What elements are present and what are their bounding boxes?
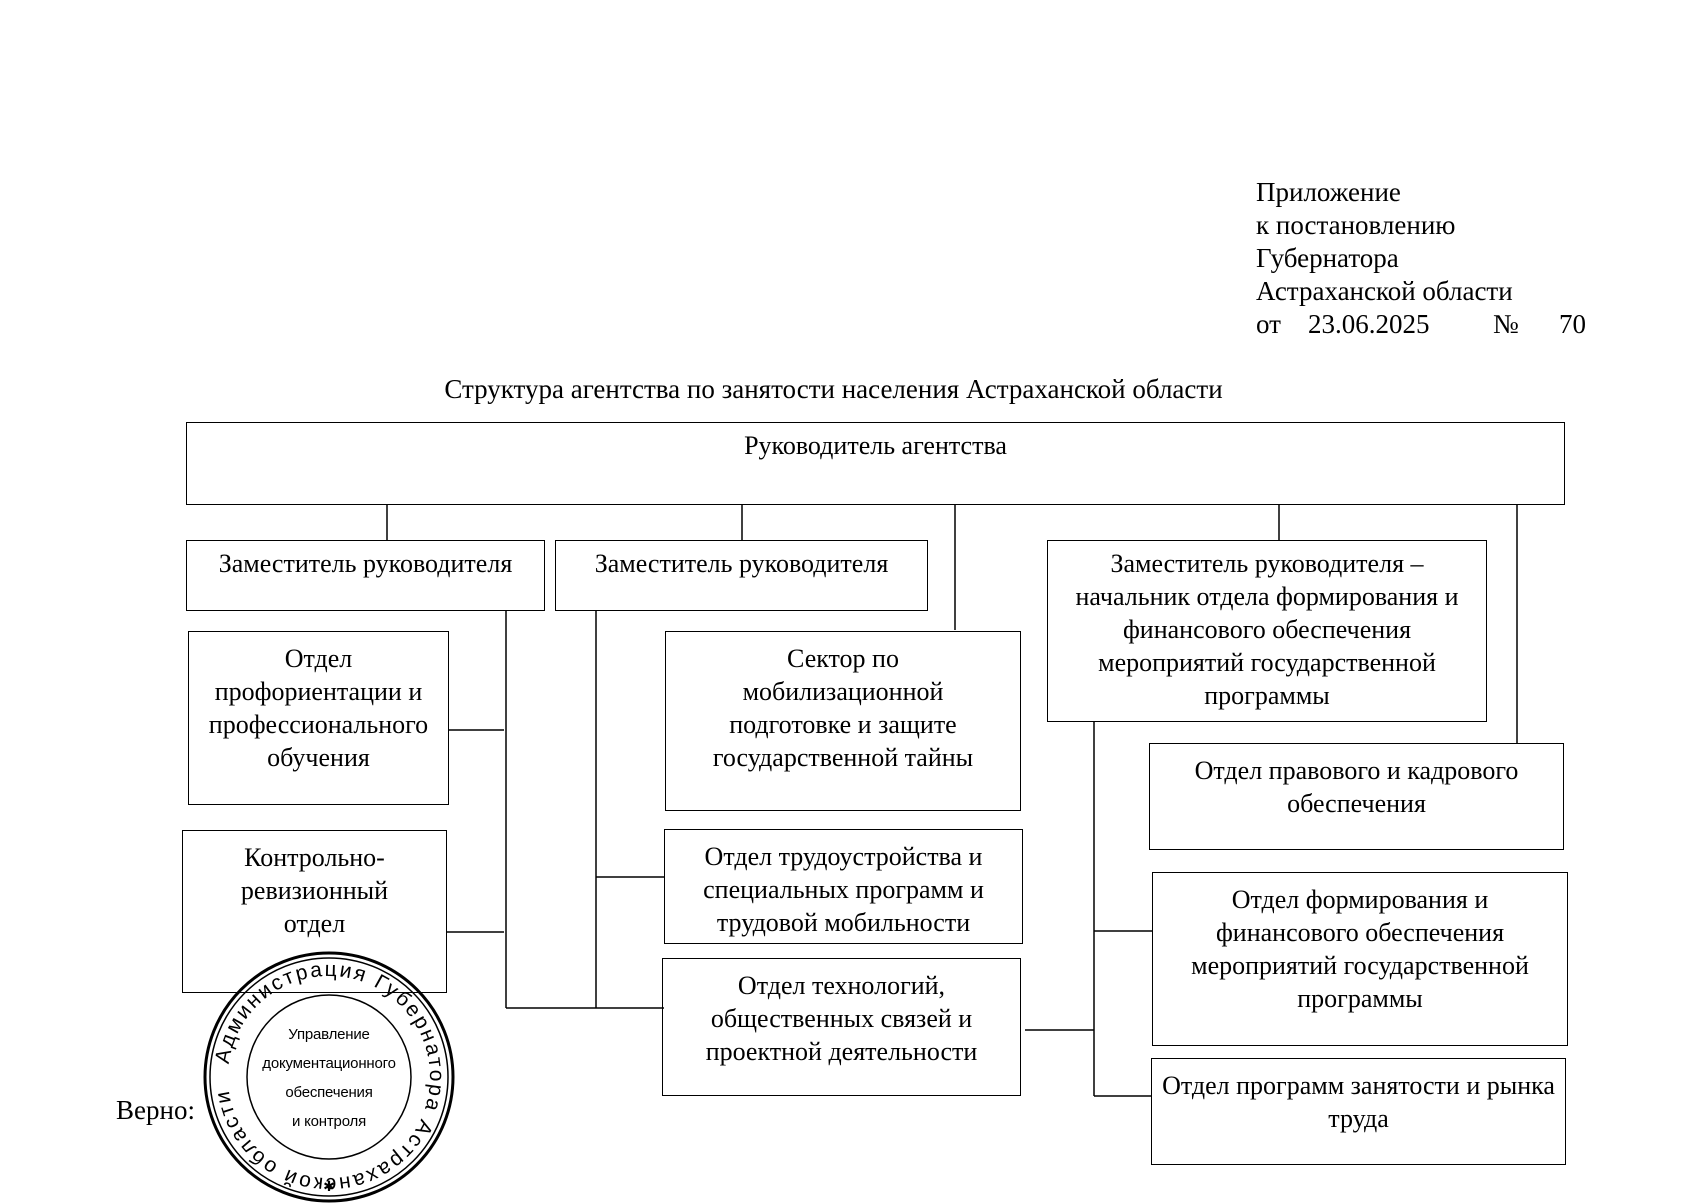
verno-label: Верно: (116, 1095, 195, 1125)
sector-mobilization-label: Сектор по мобилизационной подготовке и з… (712, 644, 974, 772)
seal-center-line-1: Управление (288, 1026, 370, 1043)
appendix-date-line: от 23.06.2025 № 70 (1256, 308, 1586, 341)
seal-center-text: Управление документационного обеспечения… (203, 1020, 455, 1136)
date-prefix: от (1256, 309, 1281, 339)
page-title-text: Структура агентства по занятости населен… (444, 374, 1223, 404)
number-sign: № (1493, 309, 1519, 339)
seal-star-icon: ✱ (323, 1179, 335, 1195)
appendix-line-3: Губернатора (1256, 243, 1399, 273)
seal-center-line-2: документационного (262, 1055, 396, 1072)
dept-employment-label: Отдел трудоустройства и специальных прог… (703, 842, 984, 937)
page-title: Структура агентства по занятости населен… (0, 372, 1697, 406)
deputy-3-box: Заместитель руководителя – начальник отд… (1047, 540, 1487, 722)
sector-mobilization-box: Сектор по мобилизационной подготовке и з… (665, 631, 1021, 811)
dept-career-label: Отдел профориентации и профессионального… (208, 644, 429, 772)
deputy-2-label: Заместитель руководителя (594, 549, 889, 578)
deputy-1-box: Заместитель руководителя (186, 540, 545, 611)
deputy-1-label: Заместитель руководителя (218, 549, 513, 578)
dept-employment-box: Отдел трудоустройства и специальных прог… (664, 829, 1023, 944)
deputy-3-label: Заместитель руководителя – начальник отд… (1075, 549, 1459, 710)
dept-technology-label: Отдел технологий, общественных связей и … (705, 971, 978, 1066)
decree-date: 23.06.2025 (1308, 309, 1430, 339)
head-box: Руководитель агентства (186, 422, 1565, 505)
appendix-line-1: Приложение (1256, 177, 1401, 207)
dept-legal-box: Отдел правового и кадрового обеспечения (1149, 743, 1564, 850)
appendix-line-4: Астраханской области (1256, 276, 1513, 306)
dept-finance-label: Отдел формирования и финансового обеспеч… (1191, 885, 1529, 1013)
dept-programs-label: Отдел программ занятости и рынка труда (1162, 1071, 1555, 1133)
dept-audit-box: Контрольно-ревизионный отдел (182, 830, 447, 993)
dept-career-box: Отдел профориентации и профессионального… (188, 631, 449, 805)
appendix-header: Приложение к постановлению Губернатора А… (1256, 176, 1586, 341)
dept-technology-box: Отдел технологий, общественных связей и … (662, 958, 1021, 1096)
official-seal-icon: Администрация Губернатора Астраханской о… (203, 951, 455, 1203)
head-label: Руководитель агентства (744, 431, 1007, 460)
seal-center-line-4: и контроля (291, 1113, 366, 1130)
dept-finance-box: Отдел формирования и финансового обеспеч… (1152, 872, 1568, 1046)
dept-programs-box: Отдел программ занятости и рынка труда (1151, 1058, 1566, 1165)
seal-center-line-3: обеспечения (285, 1084, 373, 1101)
dept-audit-label: Контрольно-ревизионный отдел (240, 843, 389, 938)
deputy-2-box: Заместитель руководителя (555, 540, 928, 611)
dept-legal-label: Отдел правового и кадрового обеспечения (1194, 756, 1519, 818)
decree-number: 70 (1559, 309, 1586, 339)
appendix-line-2: к постановлению (1256, 210, 1456, 240)
